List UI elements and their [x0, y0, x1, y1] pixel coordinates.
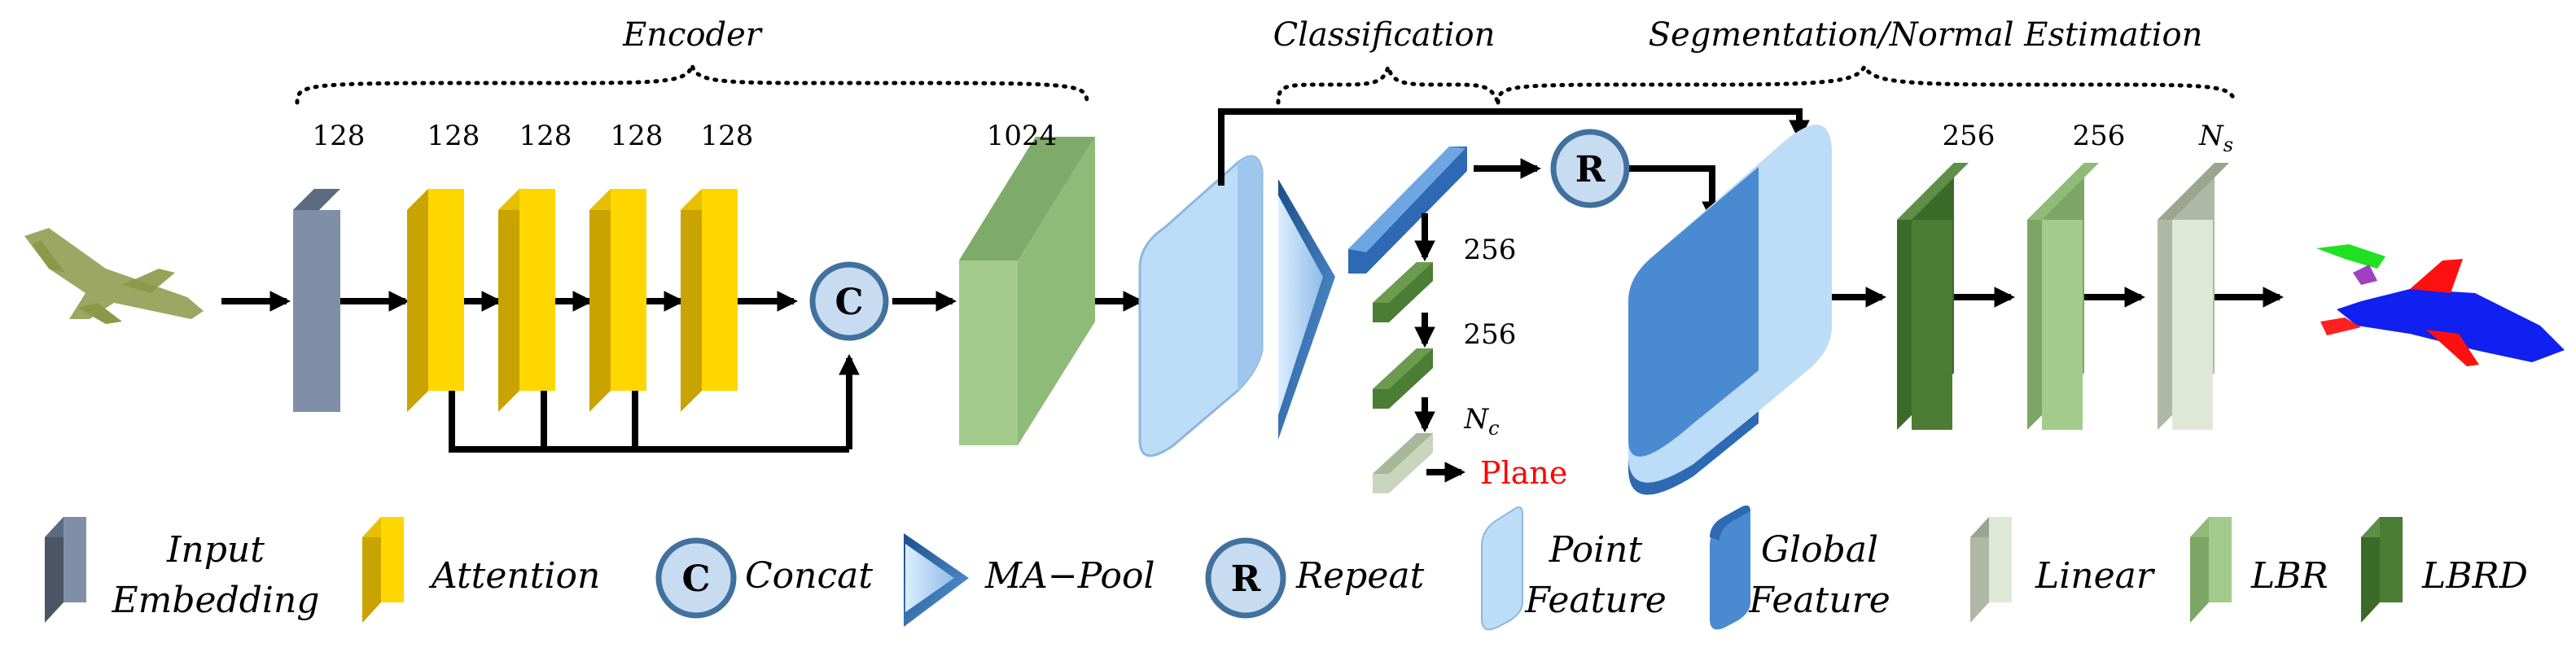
airplane-point-cloud-icon [24, 228, 204, 324]
main-flow-arrows [221, 287, 2285, 312]
seg-lbrd-256-block: 256 [1897, 120, 1995, 430]
ma-pool-block [1278, 179, 1335, 440]
legend-label-point-feature: Feature [1524, 580, 1667, 621]
dim-lbr1024: 1024 [987, 120, 1058, 152]
legend-label-ma-pool: MA−Pool [984, 555, 1155, 597]
input-embedding-block: 128 [293, 120, 365, 412]
legend-label-concat: Concat [745, 555, 873, 597]
legend-label-global-feature: Feature [1748, 580, 1890, 621]
dim-seg2: 256 [2073, 120, 2126, 152]
segmentation-brace [1496, 62, 2237, 105]
dim-cls-out-sub: c [1488, 417, 1499, 440]
section-title-encoder: Encoder [622, 16, 764, 54]
seg-linear-block: Ns [2158, 120, 2233, 430]
legend-item-attention: Attention [362, 517, 600, 623]
concat-symbol: C [835, 282, 863, 323]
attention-block-3: 128 [589, 120, 663, 412]
dim-cls-out-main: N [1463, 403, 1489, 436]
legend: Input Embedding Attention C Concat MA−Po… [45, 505, 2528, 631]
legend-label-input: Input [166, 529, 265, 571]
classification-brace [1276, 59, 1500, 105]
dim-seg1: 256 [1943, 120, 1996, 152]
legend-item-linear: Linear [1970, 517, 2156, 623]
concat-node: C [809, 261, 889, 341]
legend-item-lbrd: LBRD [2361, 517, 2528, 623]
legend-label-global: Global [1761, 529, 1878, 571]
section-encoder: Encoder [295, 16, 1089, 105]
dim-seg-out-sub: s [2223, 134, 2233, 156]
dim-embed: 128 [313, 120, 366, 152]
plane-label: Plane [1480, 455, 1567, 491]
dim-att4: 128 [701, 120, 754, 152]
repeat-node: R [1550, 129, 1630, 208]
section-title-classification: Classification [1273, 16, 1496, 54]
lbr-1024-block: 1024 [959, 120, 1095, 445]
dim-cls2: 256 [1464, 318, 1517, 351]
legend-label-lbr: LBR [2250, 555, 2328, 597]
combined-feature-block [1628, 125, 1832, 495]
point-feature-block [1138, 155, 1264, 458]
encoder-brace [295, 64, 1089, 105]
legend-label-attention: Attention [428, 555, 600, 597]
repeat-symbol: R [1575, 149, 1606, 190]
legend-item-input-embedding: Input Embedding [45, 517, 319, 623]
section-segmentation: Segmentation/Normal Estimation [1496, 16, 2237, 105]
dim-seg-out-main: N [2198, 120, 2224, 152]
segmented-airplane-point-cloud-icon [2316, 244, 2565, 366]
dim-cls-out: Nc [1463, 403, 1499, 440]
legend-item-ma-pool: MA−Pool [904, 533, 1155, 627]
legend-item-repeat: R Repeat [1205, 537, 1425, 619]
dim-att3: 128 [611, 120, 664, 152]
section-classification: Classification [1273, 16, 1500, 105]
legend-repeat-symbol: R [1231, 558, 1261, 600]
legend-label-linear: Linear [2035, 555, 2156, 597]
dim-seg-out: Ns [2198, 120, 2233, 156]
attention-block-1: 128 [407, 120, 480, 412]
dim-att1: 128 [427, 120, 480, 152]
legend-concat-symbol: C [681, 558, 710, 600]
legend-label-point: Point [1549, 529, 1643, 571]
legend-item-concat: C Concat [655, 537, 873, 619]
legend-item-global-feature: Global Feature [1710, 505, 1890, 630]
legend-label-embedding: Embedding [112, 580, 320, 621]
attention-block-4: 128 [681, 120, 753, 412]
legend-item-point-feature: Point Feature [1481, 506, 1667, 631]
legend-label-lbrd: LBRD [2421, 555, 2528, 597]
seg-lbr-256-block: 256 [2027, 120, 2125, 430]
dim-att2: 128 [519, 120, 572, 152]
legend-item-lbr: LBR [2190, 517, 2328, 623]
attention-block-2: 128 [498, 120, 572, 412]
skip-connection-top [1218, 108, 1810, 223]
legend-label-repeat: Repeat [1295, 555, 1425, 597]
dim-cls1: 256 [1464, 234, 1517, 266]
classification-head: 256 256 Nc Plane [1348, 147, 1567, 493]
section-title-segmentation: Segmentation/Normal Estimation [1649, 16, 2203, 54]
